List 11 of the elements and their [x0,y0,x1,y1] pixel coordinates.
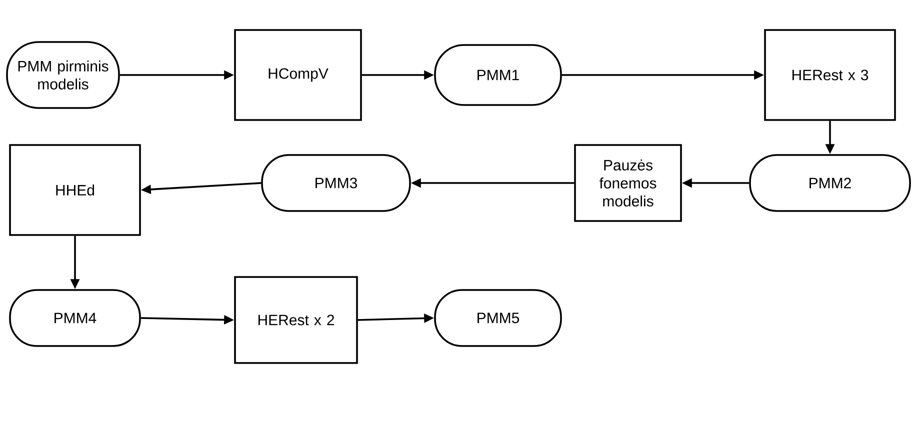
process-box: HHEd [9,144,141,236]
terminal-box: PMM4 [9,289,141,347]
process-box: Pauzės fonemos modelis [574,144,682,222]
terminal-box: PMM3 [261,154,411,212]
process-box: HERest x 3 [764,29,896,121]
terminal-box: PMM1 [434,44,562,106]
process-box: HCompV [234,29,362,121]
terminal-box: PMM2 [749,154,911,212]
process-box: HERest x 2 [234,276,358,364]
terminal-box: PMM pirminis modelis [6,41,120,109]
terminal-box: PMM5 [434,289,562,347]
